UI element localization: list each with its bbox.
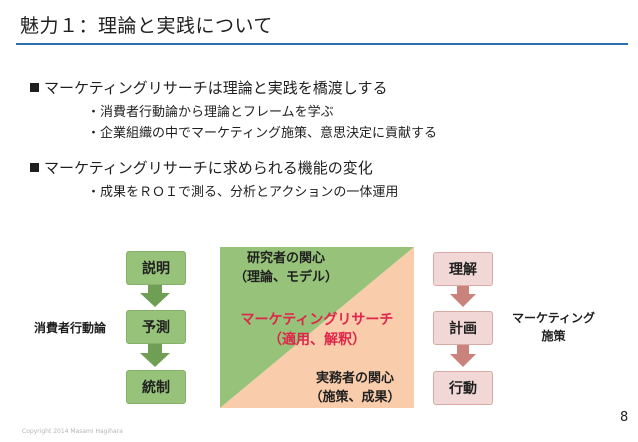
bullet-2: マーケティングリサーチに求められる機能の変化 xyxy=(30,157,373,178)
right-arrow-down-1 xyxy=(450,282,476,307)
bullet-2-text: マーケティングリサーチに求められる機能の変化 xyxy=(44,159,373,177)
left-arrow-down-1 xyxy=(140,280,170,307)
page-number: 8 xyxy=(620,410,629,425)
researcher-interest-line-2: （理論、モデル） xyxy=(233,270,338,285)
marketing-research-line-2: （適用、解釈） xyxy=(268,332,366,348)
title-divider xyxy=(16,43,628,45)
bullet-2-sub-1: ・成果をＲＯＩで測る、分析とアクションの一体運用 xyxy=(87,185,399,200)
bullet-1-text: マーケティングリサーチは理論と実践を橋渡しする xyxy=(44,79,388,97)
marketing-measures-label: マーケティング 施策 xyxy=(512,309,595,345)
researcher-interest: 研究者の関心 （理論、モデル） xyxy=(226,249,346,287)
center-peach-triangle xyxy=(220,247,414,408)
slide-title: 魅力１：理論と実践について xyxy=(20,15,273,37)
researcher-interest-line-1: 研究者の関心 xyxy=(246,251,325,266)
practitioner-interest-line-1: 実務者の関心 xyxy=(315,371,394,386)
bullet-1-sub-1: ・消費者行動論から理論とフレームを学ぶ xyxy=(87,105,334,120)
marketing-measures-line-1: マーケティング xyxy=(512,311,596,325)
bullet-1-sub-2: ・企業組織の中でマーケティング施策、意思決定に貢献する xyxy=(87,126,437,141)
practitioner-interest: 実務者の関心 （施策、成果） xyxy=(296,369,414,407)
right-arrow-down-2 xyxy=(450,342,476,367)
box-control: 統制 xyxy=(126,370,186,404)
bullet-1: マーケティングリサーチは理論と実践を橋渡しする xyxy=(30,77,388,98)
box-understand: 理解 xyxy=(433,252,493,286)
marketing-measures-line-2: 施策 xyxy=(541,329,566,343)
box-predict: 予測 xyxy=(126,310,186,344)
box-action: 行動 xyxy=(433,371,493,405)
marketing-research-center: マーケティングリサーチ （適用、解釈） xyxy=(220,310,414,350)
box-plan: 計画 xyxy=(433,311,493,345)
practitioner-interest-line-2: （施策、成果） xyxy=(309,390,401,405)
marketing-research-line-1: マーケティングリサーチ xyxy=(240,312,394,328)
square-bullet-icon xyxy=(30,163,39,172)
box-explain: 説明 xyxy=(126,251,186,285)
left-arrow-down-2 xyxy=(140,340,170,367)
consumer-behavior-label: 消費者行動論 xyxy=(34,321,107,335)
square-bullet-icon xyxy=(30,83,39,92)
copyright-text: Copyright 2014 Masami Hagihara xyxy=(22,428,123,435)
